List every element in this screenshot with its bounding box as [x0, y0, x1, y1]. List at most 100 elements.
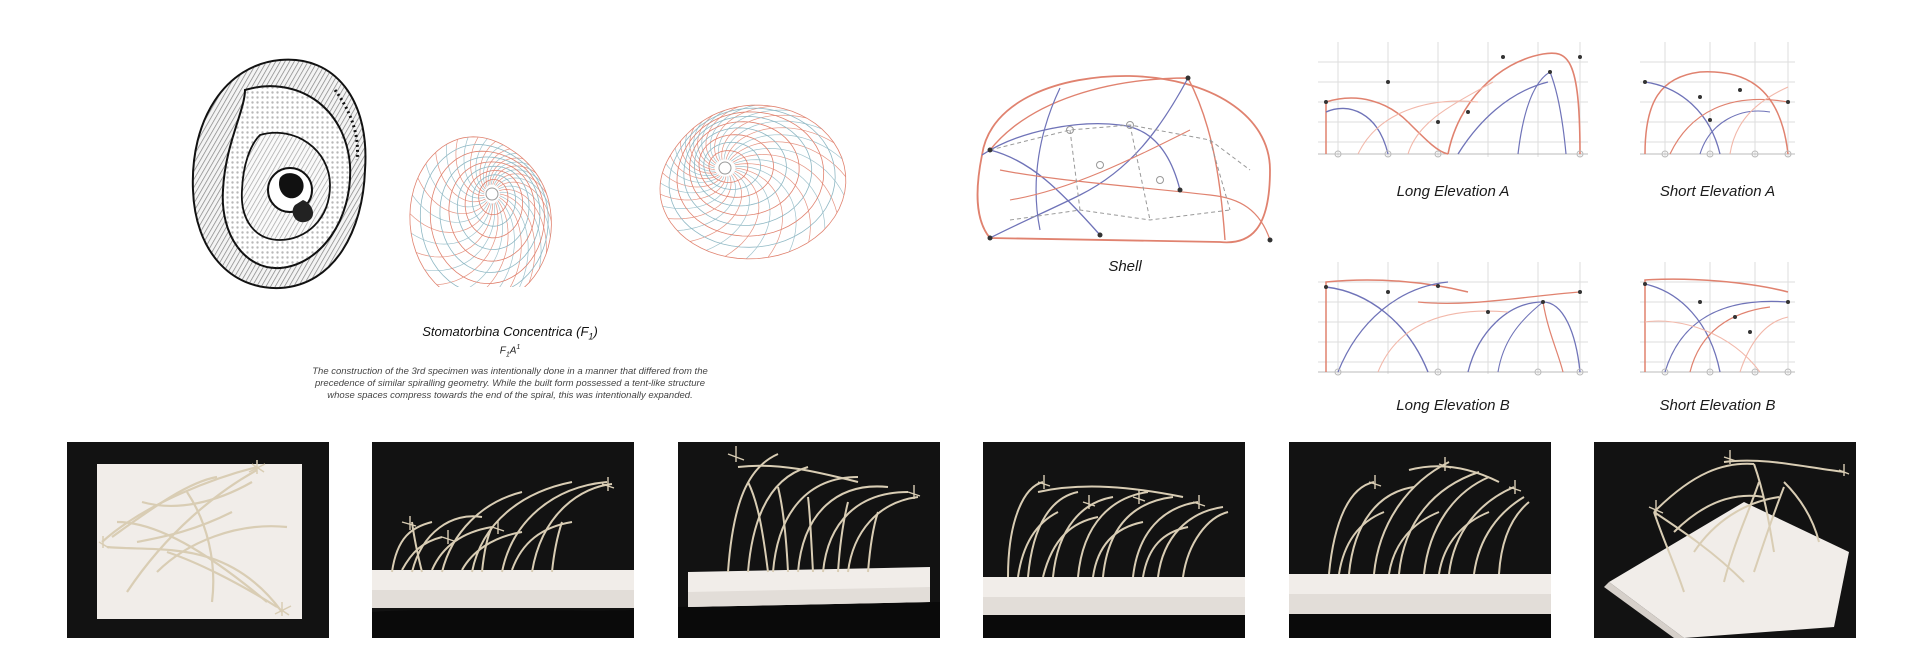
spiral-radial-line [417, 177, 488, 215]
spiral-radial-line [735, 169, 771, 260]
specimen-name-paren-open: (F [576, 324, 589, 339]
spiral-center [485, 187, 499, 201]
specimen-name-sub: 1 [588, 331, 594, 342]
spiral-ring-line [708, 150, 749, 183]
spiral-ring-line [464, 170, 523, 239]
spiral-radial-line [412, 194, 489, 223]
spiral-radial-line [731, 148, 845, 196]
long-elevation-b-label: Long Elevation B [1396, 397, 1510, 414]
spiral-radial-line [662, 172, 723, 188]
spiral-radial-line [705, 172, 750, 251]
specimen-description: The construction of the 3rd specimen was… [270, 366, 750, 402]
spiral-radial-line [425, 163, 487, 208]
spiral-radial-line [723, 120, 822, 160]
spiral-radial-line [732, 154, 838, 214]
spiral-radial-line [498, 185, 551, 238]
spiral-radial-line [724, 170, 760, 257]
spiral-radial-line [495, 173, 547, 194]
spiral-radial-line [446, 144, 485, 199]
description-line-3: whose spaces compress towards the end of… [327, 389, 693, 401]
spiral-radial-line [725, 127, 835, 160]
spiral-radial-line [496, 177, 551, 207]
spiral-radial-line [493, 169, 542, 186]
shell-engraving [185, 50, 375, 300]
model-photo-side-1 [372, 442, 634, 638]
shell-label: Shell [1108, 258, 1142, 275]
spiral-radial-line [499, 193, 536, 283]
spiral-radial-line [689, 173, 742, 242]
spiral-radial-line [697, 114, 715, 167]
spiral-radial-line [735, 166, 797, 252]
spiral-radial-line [435, 152, 486, 203]
spiral-ring-line [683, 115, 813, 226]
spiral-radial-line [492, 165, 536, 185]
spiral-radial-line [709, 104, 756, 163]
description-line-2: precedence of similar spiralling geometr… [314, 377, 706, 389]
spiral-radial-line [499, 189, 547, 254]
spiral-radial-line [497, 181, 552, 222]
spiral-ring-line [693, 127, 787, 207]
spiral-ring-line [429, 150, 545, 285]
spiral-ring-line [439, 156, 541, 273]
spiral-radial-line [735, 167, 783, 258]
spiral-radial-line [436, 202, 499, 286]
spiral-radial-line [486, 200, 509, 287]
long-elevation-b-drawing [1318, 262, 1588, 380]
spiral-radial-line [705, 106, 740, 164]
spiral-radial-line [714, 105, 773, 162]
spiral-radial-line [410, 203, 492, 245]
model-photo-perspective [1594, 442, 1856, 638]
spiral-ring-line [689, 121, 800, 216]
formula-sup: 1 [516, 343, 521, 351]
specimen-formula: F1A1 [270, 344, 750, 358]
spiral-radial-line [489, 157, 524, 185]
spiral-ring-line [668, 107, 836, 248]
spiral-radial-line [470, 136, 485, 193]
short-elevation-b-drawing [1640, 262, 1795, 380]
spiral-radial-line [455, 139, 485, 197]
spiral-radial-line [660, 176, 725, 194]
model-photo-side-2 [678, 442, 940, 638]
spiral-radial-line [733, 159, 826, 229]
spiral-ring-line [409, 136, 552, 287]
model-photo-top-view [67, 442, 329, 638]
spiral-radial-line [693, 120, 715, 169]
specimen-name: Stomatorbina Concentrica (F1) [270, 324, 750, 342]
spiral-radial-line [482, 144, 504, 188]
spiral-ring-line [676, 111, 825, 237]
spiral-radial-line [729, 141, 847, 178]
short-elevation-a-drawing [1640, 42, 1795, 162]
specimen-name-paren-close: ) [593, 324, 598, 339]
spiral-radial-line [499, 195, 529, 287]
spiral-radial-line [734, 163, 811, 243]
formula-a: A [509, 344, 517, 356]
spiral-radial-line [499, 197, 522, 287]
spiral-radial-line [718, 109, 790, 161]
spiral-radial-line [665, 163, 721, 183]
long-elevation-a-label: Long Elevation A [1396, 183, 1510, 200]
spiral-radial-line [479, 141, 496, 190]
spiral-radial-line [463, 136, 485, 195]
spiral-radial-line [677, 174, 736, 231]
spiral-radial-line [662, 176, 729, 209]
spiral-ring-line [659, 104, 847, 260]
spiral-ring-line [698, 134, 774, 198]
spiral-radial-line [469, 201, 503, 287]
spiral-radial-line [680, 140, 717, 174]
spiral-ring-line [448, 161, 536, 262]
specimen-name-text: Stomatorbina Concentrica [422, 324, 573, 339]
spiral-radial-line [475, 138, 488, 191]
spiral-radial-line [701, 109, 726, 166]
spiral-radial-line [487, 153, 517, 186]
spiral-radial-line [660, 176, 727, 201]
spiral-radial-line [424, 203, 496, 272]
spiral-radial-line [674, 147, 718, 176]
spiral-ring-line [456, 165, 530, 251]
spiral-ring-line [471, 174, 516, 227]
specimen-caption: Stomatorbina Concentrica (F1) F1A1 The c… [270, 324, 750, 402]
spiral-ring-line [478, 179, 509, 216]
spiral-radial-line [721, 114, 807, 160]
spiral-radial-line [485, 148, 511, 187]
spiral-radial-line [669, 155, 719, 179]
shell-plan-drawing [970, 70, 1275, 250]
